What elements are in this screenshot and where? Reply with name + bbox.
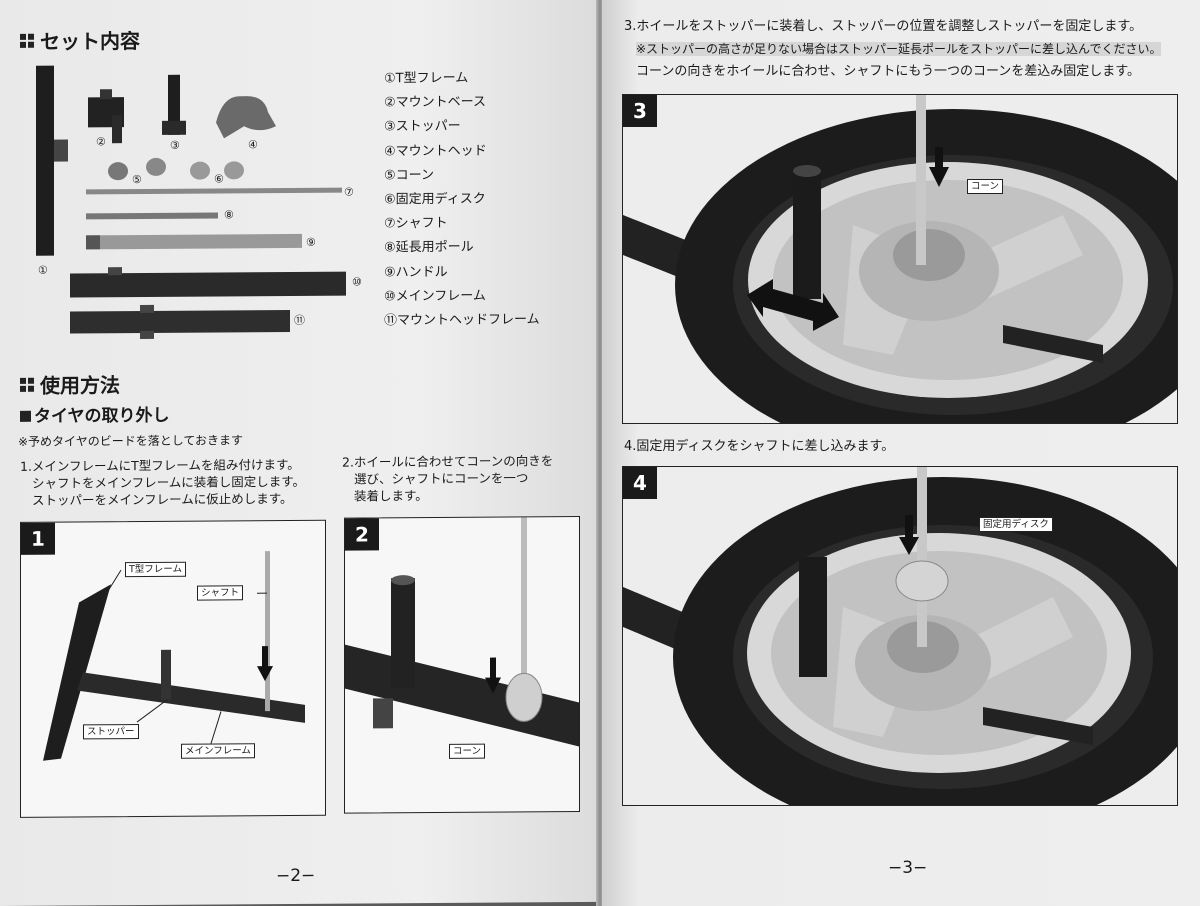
parts-list-item: ④マウントヘッド xyxy=(384,143,487,159)
callout-stopper: ストッパー xyxy=(83,724,139,740)
set-contents-heading: セット内容 xyxy=(20,25,140,55)
part-number-8: ⑧ xyxy=(224,208,234,222)
left-page: セット内容 xyxy=(0,0,598,906)
page-number-right: −3− xyxy=(888,858,928,878)
step1-text: 1.メインフレームにT型フレームを組み付けます。 シャフトをメインフレームに装着… xyxy=(20,456,306,508)
parts-list-item: ②マウントベース xyxy=(384,94,487,111)
parts-list-item: ⑦シャフト xyxy=(384,216,448,232)
black-square-icon xyxy=(20,410,31,422)
figure-2: 2 コーン xyxy=(344,515,580,814)
parts-list-item: ①T型フレーム xyxy=(384,70,469,87)
pre-note: ※予めタイヤのビードを落としておきます xyxy=(18,433,243,449)
figure-badge: 1 xyxy=(21,522,55,555)
callout-shaft: シャフト xyxy=(197,585,244,601)
figure-4: 4 固定用ディスク xyxy=(622,466,1178,806)
callout-cone: コーン xyxy=(967,179,1004,194)
parts-list-item: ⑥固定用ディスク xyxy=(384,191,486,208)
figure-badge: 4 xyxy=(623,467,657,499)
figure-badge: 2 xyxy=(345,518,379,551)
figure-3: 3 コーン xyxy=(622,94,1178,424)
part-number-1: ① xyxy=(38,263,48,277)
part-number-10: ⑩ xyxy=(352,275,362,289)
usage-heading: 使用方法 xyxy=(20,369,120,399)
parts-list-item: ⑪マウントヘッドフレーム xyxy=(384,312,540,329)
parts-list: ①T型フレーム ②マウントベース ③ストッパー ④マウントヘッド ⑤コーン ⑥固… xyxy=(384,66,540,333)
parts-list-item: ⑧延長用ポール xyxy=(384,240,474,256)
square-bullet-icon xyxy=(20,377,34,392)
part-number-5: ⑤ xyxy=(132,173,142,187)
figure-badge: 3 xyxy=(623,95,657,127)
parts-list-item: ⑤コーン xyxy=(384,167,435,184)
square-bullet-icon xyxy=(20,33,34,48)
part-number-3: ③ xyxy=(170,138,180,152)
page-number-left: −2− xyxy=(276,865,316,887)
parts-illustration xyxy=(28,59,368,351)
parts-list-item: ⑩メインフレーム xyxy=(384,288,486,305)
part-number-4: ④ xyxy=(248,138,258,152)
step4-text: 4.固定用ディスクをシャフトに差し込みます。 xyxy=(624,439,895,454)
callout-mainframe: メインフレーム xyxy=(181,743,255,759)
part-number-2: ② xyxy=(96,135,106,149)
step2-text: 2.ホイールに合わせてコーンの向きを 選び、シャフトにコーンを一つ 装着します。 xyxy=(342,453,554,504)
figure-1: 1 T型フレーム シャフト ストッパー メインフレーム xyxy=(20,519,326,818)
parts-list-item: ③ストッパー xyxy=(384,119,461,135)
removal-heading: タイヤの取り外し xyxy=(20,401,170,427)
callout-cone: コーン xyxy=(449,743,486,759)
right-page: 3.ホイールをストッパーに装着し、ストッパーの位置を調整しストッパーを固定します… xyxy=(602,0,1200,906)
part-number-9: ⑨ xyxy=(306,235,316,249)
parts-list-item: ⑨ハンドル xyxy=(384,264,448,280)
part-number-7: ⑦ xyxy=(344,185,354,199)
callout-fixing-disc: 固定用ディスク xyxy=(979,517,1053,532)
callout-tframe: T型フレーム xyxy=(125,561,187,578)
part-number-11: ⑪ xyxy=(294,313,305,327)
step3-text: 3.ホイールをストッパーに装着し、ストッパーの位置を調整しストッパーを固定します… xyxy=(624,19,1162,79)
part-number-6: ⑥ xyxy=(214,172,224,186)
book-gutter xyxy=(596,0,604,906)
